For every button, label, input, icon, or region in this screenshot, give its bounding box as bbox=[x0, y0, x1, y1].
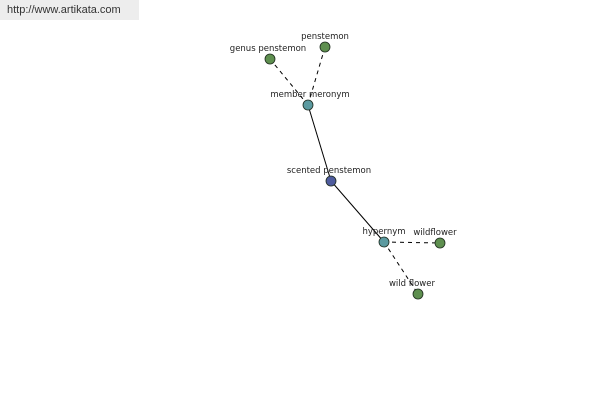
node-scented-penstemon[interactable] bbox=[325, 175, 337, 187]
edge-member-meronym-to-genus-penstemon bbox=[269, 58, 309, 106]
node-label-member-meronym[interactable]: member meronym bbox=[270, 90, 349, 100]
edge-scented-penstemon-to-hypernym bbox=[330, 180, 385, 243]
node-label-wildflower[interactable]: wildflower bbox=[413, 228, 457, 238]
node-penstemon[interactable] bbox=[319, 41, 331, 53]
edge-hypernym-to-wild-flower bbox=[383, 241, 419, 295]
node-label-scented-penstemon[interactable]: scented penstemon bbox=[287, 166, 371, 176]
node-genus-penstemon[interactable] bbox=[264, 53, 276, 65]
node-label-wild-flower[interactable]: wild flower bbox=[389, 279, 436, 289]
edge-hypernym-to-wildflower bbox=[383, 241, 441, 244]
node-label-penstemon[interactable]: penstemon bbox=[301, 32, 349, 42]
node-wild-flower[interactable] bbox=[412, 288, 424, 300]
node-hypernym[interactable] bbox=[378, 236, 390, 248]
node-label-hypernym[interactable]: hypernym bbox=[362, 227, 405, 237]
graph-edges bbox=[269, 46, 441, 295]
node-label-genus-penstemon[interactable]: genus penstemon bbox=[230, 44, 306, 54]
graph-nodes: scented penstemon member meronym hypernym g… bbox=[230, 32, 457, 300]
edge-scented-penstemon-to-member-meronym bbox=[307, 104, 332, 182]
node-wildflower[interactable] bbox=[434, 237, 446, 249]
node-member-meronym[interactable] bbox=[302, 99, 314, 111]
edge-member-meronym-to-penstemon bbox=[307, 46, 326, 106]
site-link[interactable]: http://www.artikata.com bbox=[0, 0, 139, 20]
